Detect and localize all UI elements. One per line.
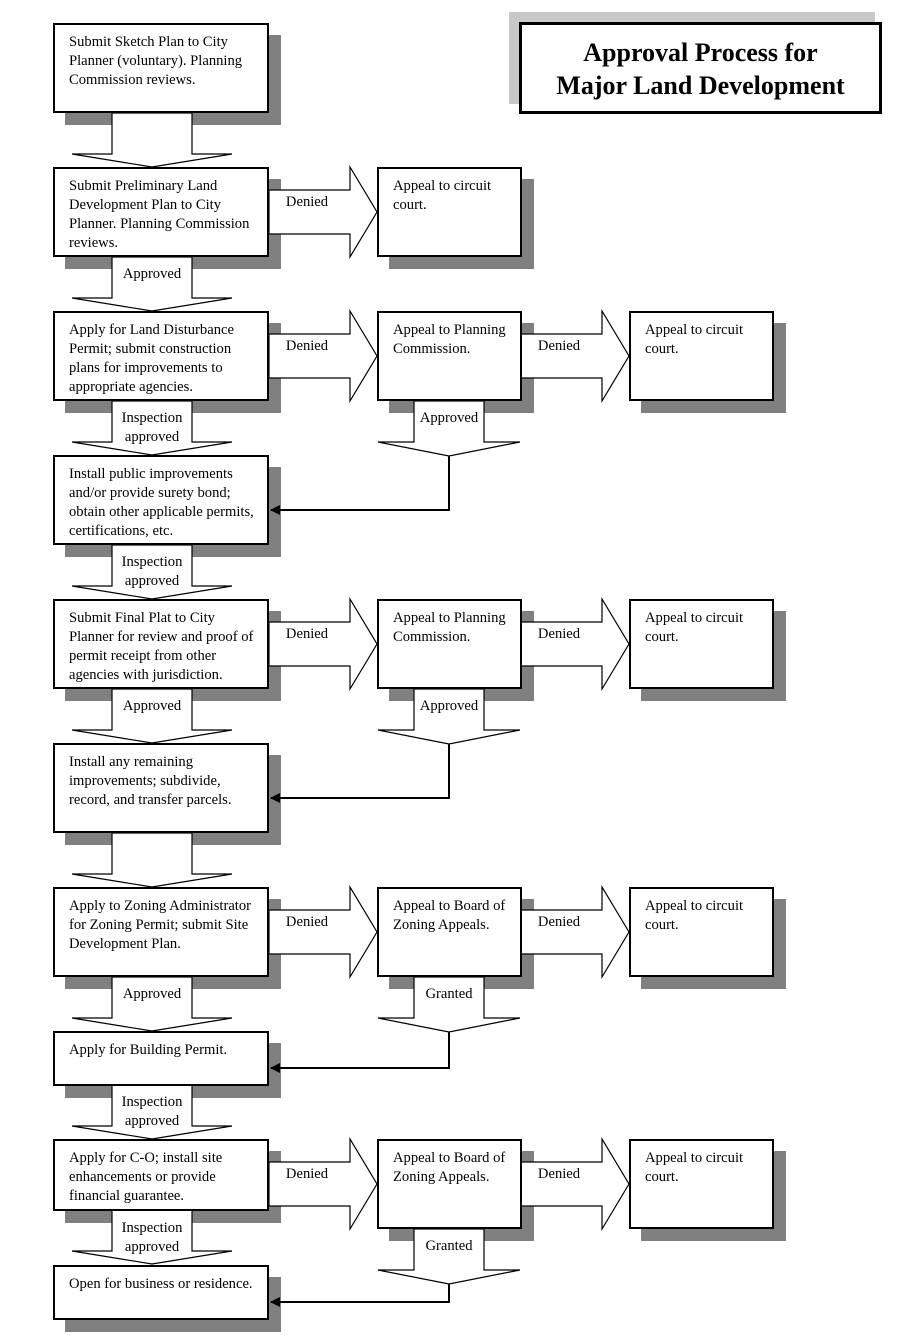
arrow-down-final-remaining — [71, 688, 233, 744]
arrow-right-final-appeal-denied — [520, 596, 630, 692]
label-denied-final-appeal: Denied — [537, 626, 581, 642]
label-approved-final: Approved — [122, 698, 182, 714]
label-denied-disturb-appeal: Denied — [537, 338, 581, 354]
label-granted-zoning-appeal: Granted — [425, 986, 473, 1002]
box-final-plat: Submit Final Plat to City Planner for re… — [53, 599, 269, 689]
box-submit-preliminary: Submit Preliminary Land Development Plan… — [53, 167, 269, 257]
arrow-down-prelim-disturb — [71, 256, 233, 312]
box-co-appeal-bza: Appeal to Board of Zoning Appeals. — [377, 1139, 522, 1229]
arrow-right-disturb-denied — [268, 308, 378, 404]
title-line-1: Approval Process for — [583, 38, 818, 67]
arrow-right-co-appeal-denied — [520, 1136, 630, 1232]
box-install-public: Install public improvements and/or provi… — [53, 455, 269, 545]
connector-final-appeal-return — [270, 744, 450, 803]
diagram-title: Approval Process for Major Land Developm… — [519, 22, 882, 114]
box-disturb-appeal-circuit: Appeal to circuit court. — [629, 311, 774, 401]
arrow-down-install-final — [71, 544, 233, 600]
box-final-appeal-pc: Appeal to Planning Commission. — [377, 599, 522, 689]
label-denied-prelim: Denied — [285, 194, 329, 210]
box-zoning-appeal-bza: Appeal to Board of Zoning Appeals. — [377, 887, 522, 977]
box-co-appeal-circuit: Appeal to circuit court. — [629, 1139, 774, 1229]
label-granted-co-appeal: Granted — [425, 1238, 473, 1254]
arrow-right-prelim-denied — [268, 164, 378, 260]
arrow-down-disturb-appeal-approved — [377, 400, 521, 457]
label-denied-zoning: Denied — [285, 914, 329, 930]
box-prelim-appeal-circuit: Appeal to circuit court. — [377, 167, 522, 257]
box-final-appeal-circuit: Appeal to circuit court. — [629, 599, 774, 689]
box-zoning-appeal-circuit: Appeal to circuit court. — [629, 887, 774, 977]
arrow-right-final-denied — [268, 596, 378, 692]
arrow-down-zoning-building — [71, 976, 233, 1032]
label-denied-final: Denied — [285, 626, 329, 642]
arrow-right-co-denied — [268, 1136, 378, 1232]
connector-co-appeal-return — [270, 1284, 450, 1307]
box-open-business: Open for business or residence. — [53, 1265, 269, 1320]
connector-zoning-appeal-return — [270, 1032, 450, 1073]
label-denied-co: Denied — [285, 1166, 329, 1182]
arrow-down-remaining-zoning — [71, 832, 233, 888]
box-building-permit: Apply for Building Permit. — [53, 1031, 269, 1086]
arrow-right-disturb-appeal-denied — [520, 308, 630, 404]
label-approved-final-appeal: Approved — [419, 698, 479, 714]
box-submit-sketch: Submit Sketch Plan to City Planner (volu… — [53, 23, 269, 113]
arrow-down-building-co — [71, 1084, 233, 1140]
title-line-2: Major Land Development — [556, 71, 845, 100]
arrow-down-co-appeal-granted — [377, 1228, 521, 1285]
box-disturb-appeal-pc: Appeal to Planning Commission. — [377, 311, 522, 401]
label-approved-prelim: Approved — [122, 266, 182, 282]
box-certificate-occupancy: Apply for C-O; install site enhancements… — [53, 1139, 269, 1211]
arrow-down-co-open — [71, 1209, 233, 1265]
box-land-disturbance: Apply for Land Disturbance Permit; submi… — [53, 311, 269, 401]
box-install-remaining: Install any remaining improvements; subd… — [53, 743, 269, 833]
arrow-down-sketch-prelim — [71, 112, 233, 168]
label-denied-zoning-appeal: Denied — [537, 914, 581, 930]
label-denied-disturb: Denied — [285, 338, 329, 354]
arrow-right-zoning-appeal-denied — [520, 884, 630, 980]
label-denied-co-appeal: Denied — [537, 1166, 581, 1182]
label-approved-disturb-appeal: Approved — [419, 410, 479, 426]
arrow-down-disturb-install — [71, 400, 233, 456]
arrow-down-final-appeal-approved — [377, 688, 521, 745]
arrow-down-zoning-appeal-granted — [377, 976, 521, 1033]
connector-disturb-appeal-return — [270, 456, 450, 515]
label-approved-zoning: Approved — [122, 986, 182, 1002]
box-zoning-permit: Apply to Zoning Administrator for Zoning… — [53, 887, 269, 977]
arrow-right-zoning-denied — [268, 884, 378, 980]
